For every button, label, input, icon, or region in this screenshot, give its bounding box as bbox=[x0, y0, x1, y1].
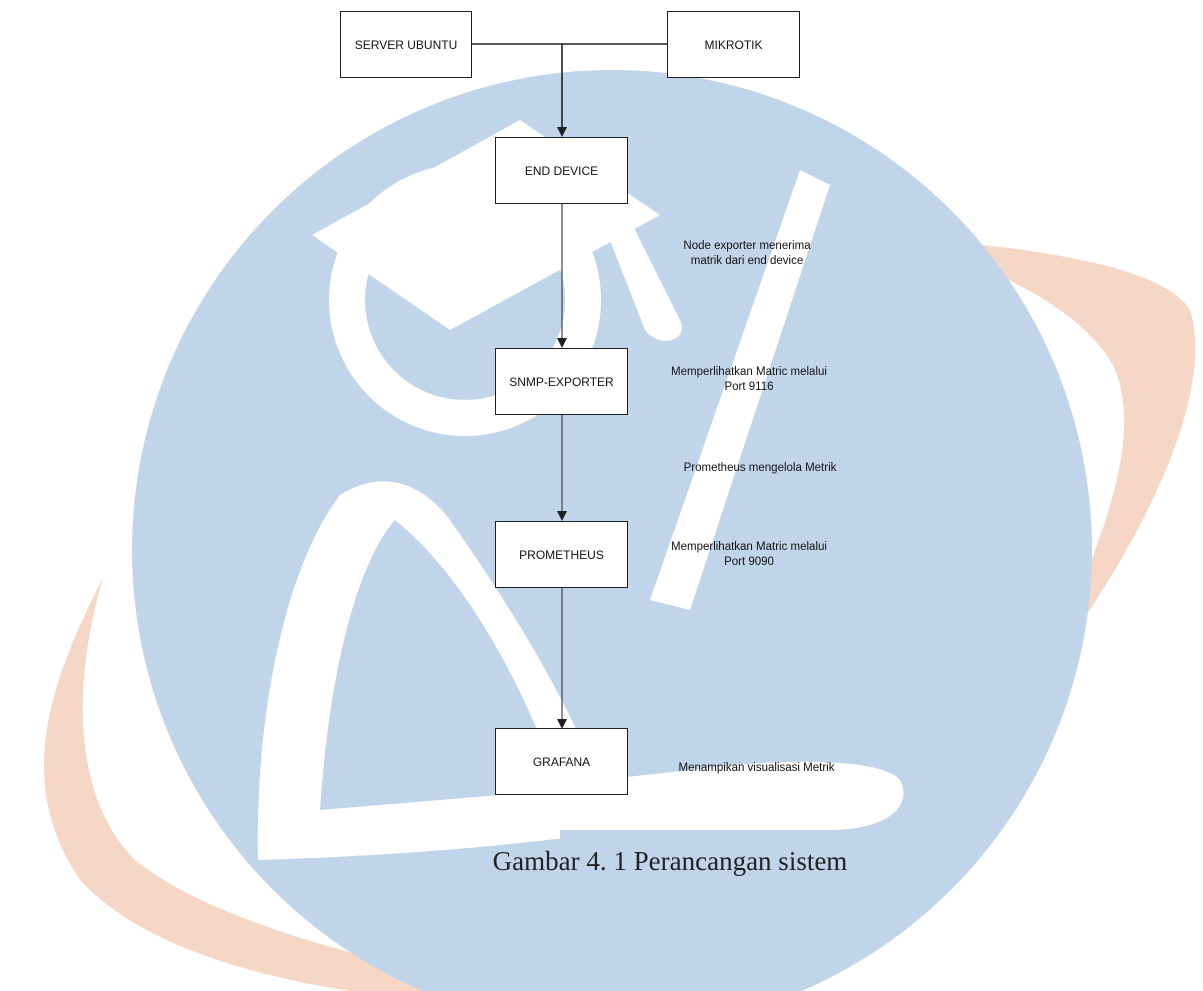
watermark-figure bbox=[257, 481, 904, 860]
node-mikrotik: MIKROTIK bbox=[667, 11, 800, 78]
note-grafana-visual-text: Menampikan visualisasi Metrik bbox=[678, 762, 835, 774]
watermark-tassel bbox=[600, 215, 682, 341]
note-prometheus-port: Memperlihatkan Matric melalui Port 9090 bbox=[664, 540, 834, 570]
watermark-stem bbox=[560, 830, 620, 991]
note-snmp-port-line1: Memperlihatkan Matric melalui bbox=[671, 366, 827, 378]
watermark-orange-swoosh-right bbox=[910, 238, 1196, 700]
note-node-exporter-line2: matrik dari end device bbox=[690, 255, 804, 267]
note-prometheus-port-line2: Port 9090 bbox=[724, 556, 774, 568]
note-snmp-port: Memperlihatkan Matric melalui Port 9116 bbox=[664, 365, 834, 395]
node-snmp-exporter: SNMP-EXPORTER bbox=[495, 348, 628, 415]
note-prometheus-manage-text: Prometheus mengelola Metrik bbox=[683, 462, 837, 474]
node-prometheus-label: PROMETHEUS bbox=[519, 547, 604, 562]
node-grafana-label: GRAFANA bbox=[532, 754, 591, 769]
watermark-orange-swoosh-left bbox=[43, 578, 521, 991]
node-server-ubuntu: SERVER UBUNTU bbox=[340, 11, 472, 78]
note-prometheus-port-line1: Memperlihatkan Matric melalui bbox=[671, 541, 827, 553]
node-mikrotik-label: MIKROTIK bbox=[704, 37, 763, 52]
note-node-exporter-line1: Node exporter menerima bbox=[683, 240, 811, 252]
node-end-device: END DEVICE bbox=[495, 137, 628, 204]
note-node-exporter: Node exporter menerima matrik dari end d… bbox=[672, 239, 822, 269]
node-server-ubuntu-label: SERVER UBUNTU bbox=[354, 37, 458, 52]
note-grafana-visual: Menampikan visualisasi Metrik bbox=[664, 761, 849, 776]
note-snmp-port-line2: Port 9116 bbox=[724, 381, 774, 393]
figure-caption: Gambar 4. 1 Perancangan sistem bbox=[492, 846, 848, 876]
watermark-diagonal bbox=[650, 170, 830, 610]
node-grafana: GRAFANA bbox=[495, 728, 628, 795]
watermark-ring bbox=[329, 164, 601, 436]
node-end-device-label: END DEVICE bbox=[524, 163, 599, 178]
node-snmp-exporter-label: SNMP-EXPORTER bbox=[509, 374, 614, 389]
node-prometheus: PROMETHEUS bbox=[495, 521, 628, 588]
note-prometheus-manage: Prometheus mengelola Metrik bbox=[670, 461, 850, 476]
